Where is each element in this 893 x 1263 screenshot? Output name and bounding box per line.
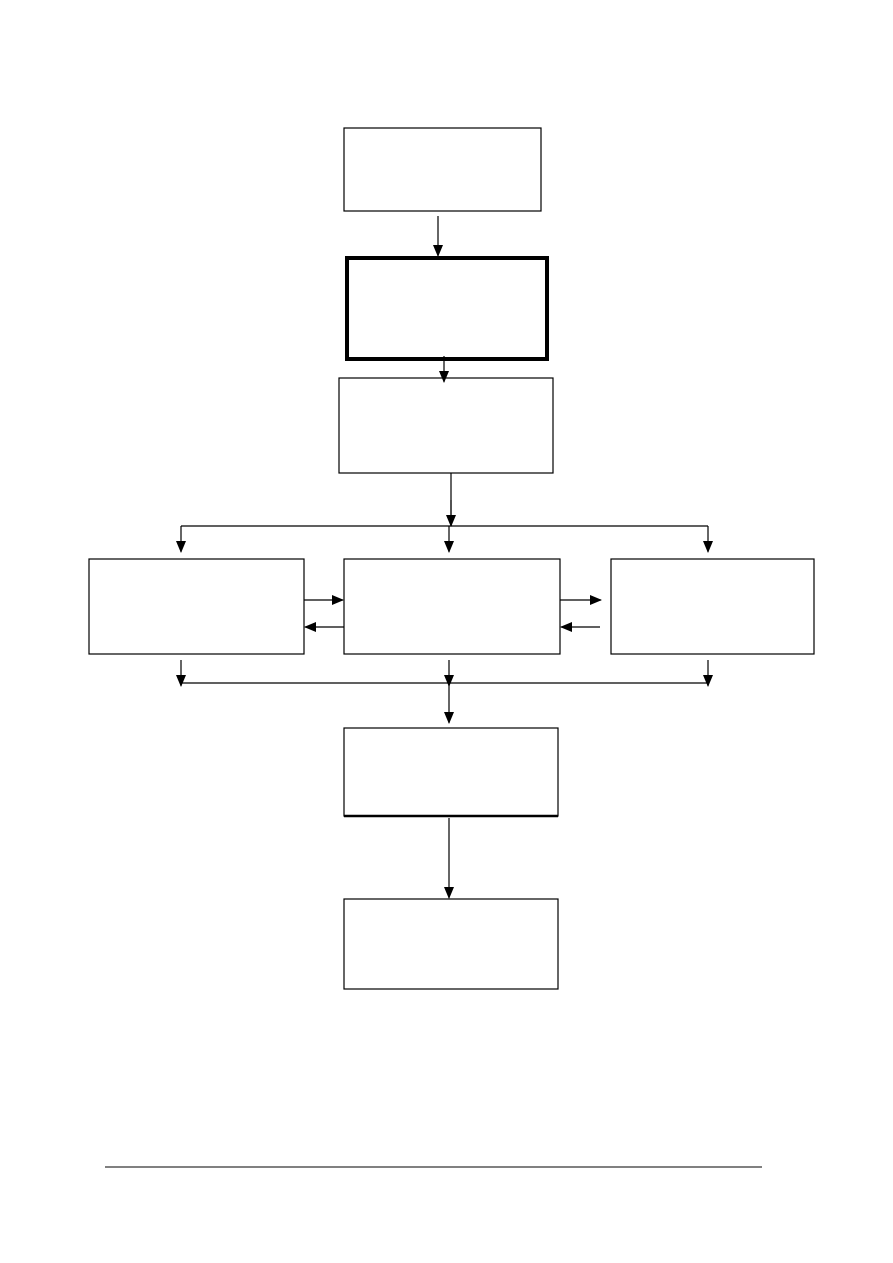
node-1 — [343, 127, 542, 212]
node-8 — [343, 898, 559, 990]
node-2 — [345, 256, 549, 361]
node-4 — [88, 558, 305, 655]
node-6 — [610, 558, 815, 655]
node-5 — [343, 558, 561, 655]
node-7 — [343, 727, 559, 818]
node-3 — [338, 377, 554, 474]
